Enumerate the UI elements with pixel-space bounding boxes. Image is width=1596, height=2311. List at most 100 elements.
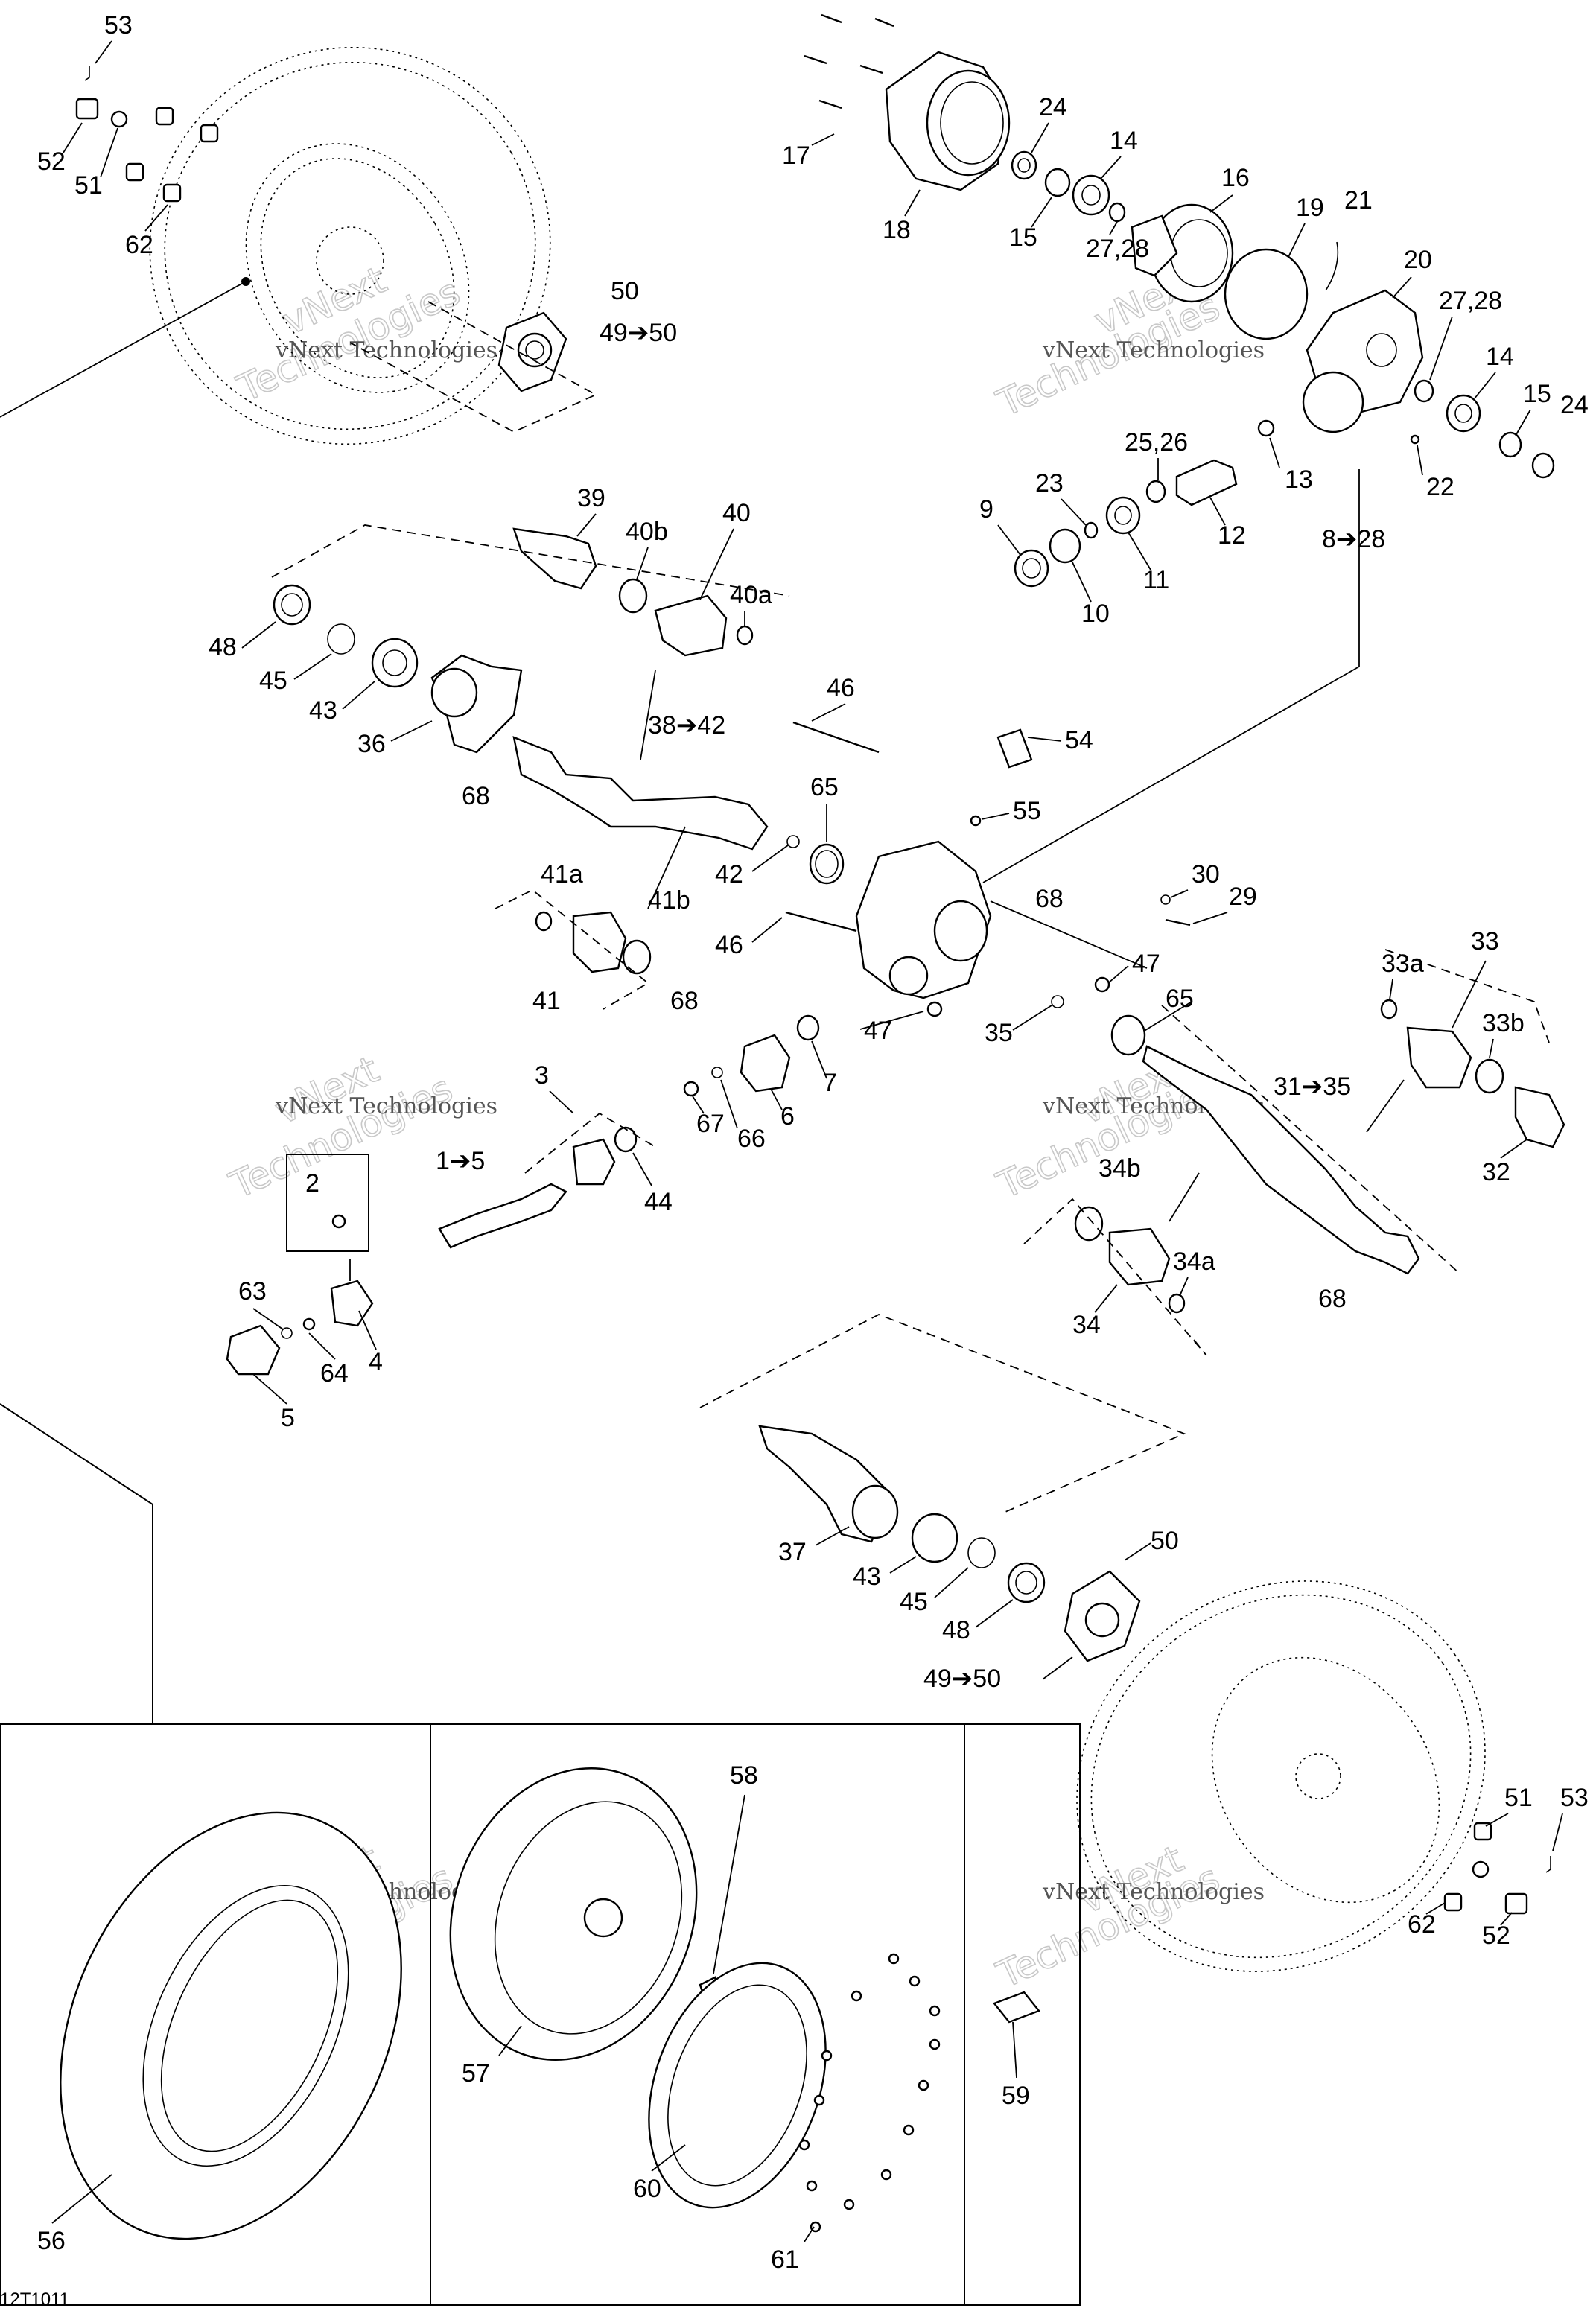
callout-35: 35 — [985, 1019, 1013, 1047]
callout-23: 23 — [1035, 469, 1064, 498]
callout-34a: 34a — [1173, 1247, 1215, 1276]
callout-61: 61 — [771, 2245, 799, 2274]
callout-52: 52 — [37, 147, 66, 176]
callout-7: 7 — [823, 1069, 837, 1097]
callout-48-bottom: 48 — [942, 1616, 970, 1644]
callout-50: 50 — [611, 277, 639, 305]
callout-53-bottom: 53 — [1560, 1784, 1589, 1812]
callout-51: 51 — [74, 171, 103, 200]
ujoint-4 — [330, 1280, 374, 1327]
callout-1-5: 1➔5 — [436, 1147, 485, 1175]
svg-text:vNext Technologies: vNext Technologies — [275, 337, 497, 363]
wheel-hub-bottom — [1064, 1570, 1141, 1662]
callout-60: 60 — [633, 2175, 661, 2203]
callout-49-50: 49➔50 — [600, 319, 677, 347]
callout-40b: 40b — [626, 518, 668, 546]
gear-16 — [1131, 203, 1234, 303]
callout-57: 57 — [462, 2059, 490, 2088]
callout-24-right: 24 — [1560, 391, 1589, 419]
callout-68-right: 68 — [1318, 1285, 1347, 1313]
nut-47-bottom — [926, 1001, 943, 1017]
wheel-nuts-bottom-right — [1443, 1822, 1551, 1915]
callout-34b: 34b — [1099, 1154, 1141, 1183]
driveshaft-31-35 — [1142, 1045, 1420, 1275]
bolt-46-bottom — [785, 911, 857, 932]
oring-65-right — [1110, 1014, 1146, 1056]
callout-17: 17 — [782, 142, 810, 170]
callout-22: 22 — [1426, 473, 1454, 501]
callout-30: 30 — [1192, 860, 1220, 889]
callout-44: 44 — [644, 1188, 673, 1216]
callout-3: 3 — [535, 1061, 549, 1090]
callout-27-28: 27,28 — [1086, 235, 1149, 263]
callout-12: 12 — [1218, 521, 1246, 550]
boot-34 — [1108, 1227, 1171, 1286]
tire-top-left — [149, 46, 551, 445]
coupler-6 — [740, 1034, 791, 1093]
seal-9 — [1014, 549, 1049, 588]
bolts-61 — [798, 1953, 941, 2233]
clamp-33b — [1475, 1058, 1504, 1094]
bolts-17 — [804, 13, 894, 109]
callout-33: 33 — [1471, 927, 1499, 956]
boot-41 — [572, 911, 627, 973]
cover-20 — [1302, 289, 1424, 433]
callout-43: 43 — [309, 696, 337, 725]
circlip-45-left — [327, 623, 355, 655]
callout-48: 48 — [209, 633, 237, 661]
differential-housing-center — [683, 721, 1148, 1097]
callout-20: 20 — [1404, 246, 1432, 274]
callout-42: 42 — [715, 860, 743, 889]
wheel-hub-top-left — [497, 311, 567, 392]
clamp-40b — [618, 578, 648, 614]
callout-31-35: 31➔35 — [1274, 1072, 1351, 1101]
watermark-3: vNext Technologies vNext Technologies — [223, 1047, 497, 1208]
callout-59: 59 — [1002, 2082, 1030, 2110]
seal-24-top — [1011, 150, 1037, 180]
bearing-14-right — [1446, 394, 1481, 433]
spring-54 — [996, 728, 1033, 769]
callout-41: 41 — [532, 987, 561, 1015]
shim-2526 — [1145, 480, 1166, 503]
callout-15-right: 15 — [1523, 380, 1551, 408]
callout-39: 39 — [577, 484, 605, 512]
callout-33b: 33b — [1482, 1009, 1525, 1037]
spindle-39 — [512, 527, 597, 590]
callout-6: 6 — [780, 1102, 795, 1131]
callout-62: 62 — [125, 231, 153, 259]
bolt-46-top — [792, 721, 880, 754]
callout-18: 18 — [883, 216, 911, 244]
callout-43-bottom: 43 — [853, 1563, 881, 1591]
callout-53: 53 — [104, 11, 133, 39]
callout-51-bottom: 51 — [1504, 1784, 1533, 1812]
bearing-43-left — [371, 638, 419, 688]
watermark-1: vNext Technologies vNext Technologies — [230, 258, 497, 411]
callout-27-28-right: 27,28 — [1439, 287, 1502, 315]
callout-66: 66 — [737, 1125, 766, 1153]
front-left-wheel-assembly — [0, 46, 597, 445]
tire-bottom-right — [1076, 1580, 1486, 1972]
spindle-32 — [1514, 1086, 1565, 1148]
callout-46-top: 46 — [827, 674, 855, 702]
callout-13: 13 — [1285, 465, 1313, 494]
callout-63: 63 — [238, 1277, 267, 1306]
plug-22 — [1410, 434, 1420, 445]
watermark-6: vNext Technologies vNext Technologies — [990, 1837, 1265, 1997]
bearing-14-top — [1072, 174, 1110, 216]
callout-32: 32 — [1482, 1158, 1510, 1186]
washer-63 — [281, 1327, 293, 1339]
bearing-15-right — [1498, 431, 1522, 458]
bottom-frame — [0, 1723, 1081, 2306]
clamp-34b — [1074, 1206, 1104, 1242]
clip-35 — [1051, 995, 1064, 1008]
clamp-44 — [614, 1126, 638, 1153]
callout-52-bottom: 52 — [1482, 1921, 1510, 1950]
seal-48-bottom — [1007, 1562, 1046, 1603]
bearing-11 — [1105, 496, 1141, 535]
bottom-panels — [0, 1403, 1081, 2306]
clamp-41b — [622, 939, 652, 975]
yoke-5 — [226, 1324, 281, 1376]
callout-50-bottom: 50 — [1151, 1527, 1179, 1555]
callout-24: 24 — [1039, 93, 1067, 121]
